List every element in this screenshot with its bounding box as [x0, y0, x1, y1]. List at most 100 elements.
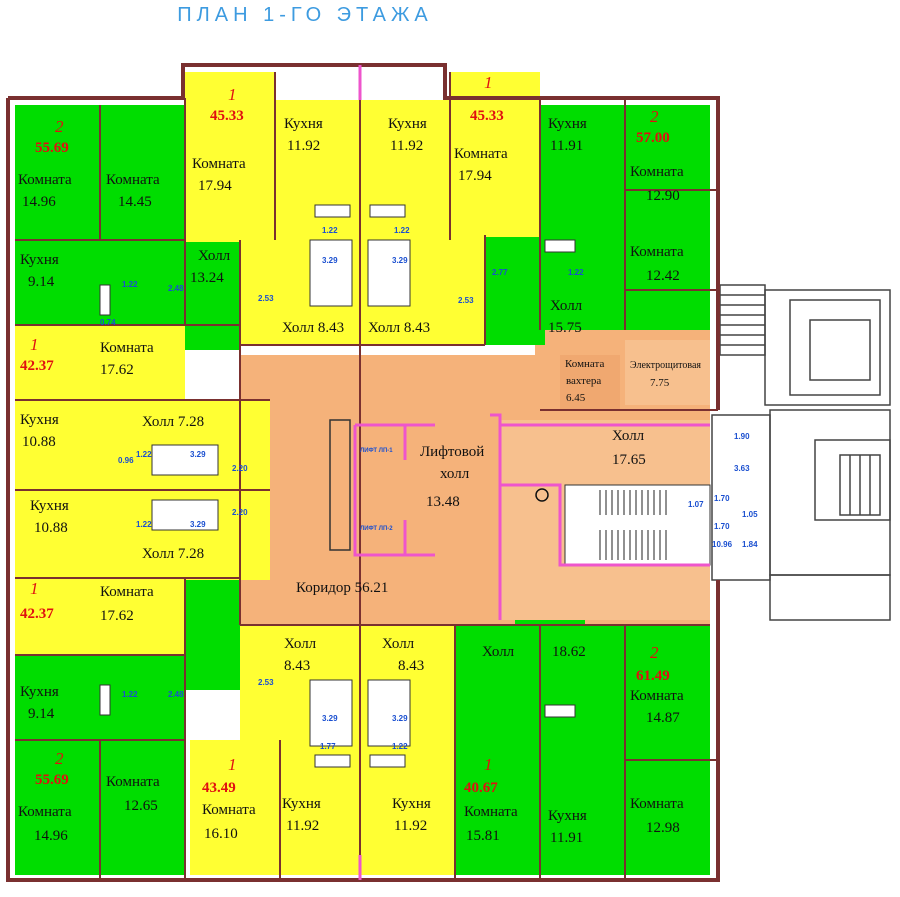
- apt-bl-area: 55.69: [35, 772, 69, 788]
- lift-a-label: ЛИФТ ЛП-1: [360, 448, 393, 454]
- apt-ml2-kitchen-area: 10.88: [34, 520, 68, 536]
- apt-ml2-room-label: Комната: [100, 584, 154, 600]
- lift-hall-label-1: Лифтовой: [420, 444, 485, 460]
- mark-1-05: 1.05: [742, 510, 758, 519]
- mark-1-07: 1.07: [688, 500, 704, 509]
- corridor-label: Коридор 56.21: [296, 580, 389, 596]
- apt-bot1-room-label: Комната: [202, 802, 256, 818]
- apt-bl-room1-area: 14.96: [34, 828, 68, 844]
- apt-bot2-rooms: 1: [484, 755, 493, 774]
- apt-tr-room1-label: Комната: [630, 164, 684, 180]
- lift-b-label: ЛИФТ ЛП-2: [360, 526, 393, 532]
- apt-bl-kitchen-area: 9.14: [28, 706, 55, 722]
- apt-top2-room-area: 17.94: [458, 168, 492, 184]
- apt-top2-hall: Холл 8.43: [368, 320, 431, 336]
- apt-bot2-kitchen-area: 11.92: [394, 818, 428, 834]
- mark-3-63: 3.63: [734, 464, 750, 473]
- apt-tr-room2-label: Комната: [630, 244, 684, 260]
- one-room-apartments: [15, 72, 540, 875]
- apt-bl-rooms: 2: [55, 749, 64, 768]
- apt-tl-room1-area: 14.96: [22, 194, 56, 210]
- apt-top1-area: 45.33: [210, 108, 244, 124]
- mark-1-70-a: 1.70: [714, 494, 730, 503]
- apt-bot1-kitchen-label: Кухня: [282, 796, 321, 812]
- apt-tr-mark-a: 2.77: [492, 268, 508, 277]
- apt-ml2-rooms: 1: [30, 579, 39, 598]
- lift-hall-area: 13.48: [426, 494, 460, 510]
- apt-tl-mark-c: 0.74: [100, 318, 116, 327]
- apt-top1-mark-a: 2.53: [258, 294, 274, 303]
- apt-bot1-area: 43.49: [202, 780, 236, 796]
- apt-tl-mark-a: 1.22: [122, 280, 138, 289]
- apt-br-room1-label: Комната: [630, 688, 684, 704]
- apt-ml2-hall: Холл 7.28: [142, 546, 205, 562]
- apt-bot1-rooms: 1: [228, 755, 237, 774]
- apt-top2-room-label: Комната: [454, 146, 508, 162]
- apt-ml1-room-label: Комната: [100, 340, 154, 356]
- exterior-walls: [6, 63, 720, 882]
- apt-ml1-room-area: 17.62: [100, 362, 134, 378]
- apt-tr-hall-area: 15.75: [548, 320, 582, 336]
- right-annex: [711, 284, 891, 621]
- apt-ml2-area: 42.37: [20, 606, 54, 622]
- apt-br-kitchen-label: Кухня: [548, 808, 587, 824]
- electro-room-area: 7.75: [650, 377, 670, 389]
- apt-tr-kitchen-area: 11.91: [550, 138, 584, 154]
- apt-tl-hall-label: Холл: [198, 248, 231, 264]
- apt-ml1-mark-a: 3.29: [190, 450, 206, 459]
- apt-tr-room1-area: 12.90: [646, 188, 680, 204]
- apt-bl-kitchen-label: Кухня: [20, 684, 59, 700]
- apt-bot2-hall-area: 8.43: [398, 658, 425, 674]
- apt-bl-room2-area: 12.65: [124, 798, 158, 814]
- apt-tl-room2-area: 14.45: [118, 194, 152, 210]
- apt-bot2-mark-b: 1.22: [392, 742, 408, 751]
- apt-top1-room-area: 17.94: [198, 178, 232, 194]
- apt-ml1-hall: Холл 7.28: [142, 414, 205, 430]
- apt-bl-mark-b: 2.48: [168, 690, 184, 699]
- apt-br-area: 61.49: [636, 668, 670, 684]
- apt-tr-kitchen-label: Кухня: [548, 116, 587, 132]
- apt-ml1-rooms: 1: [30, 335, 39, 354]
- apt-top1-rooms: 1: [228, 85, 237, 104]
- apt-ml1-kitchen-area: 10.88: [22, 434, 56, 450]
- electro-room-label: Электрощитовая: [630, 360, 702, 371]
- apt-tl-room2-label: Комната: [106, 172, 160, 188]
- apt-br-hall-area: 18.62: [552, 644, 586, 660]
- apt-tl-hall-area: 13.24: [190, 270, 224, 286]
- apt-bot1-hall-area: 8.43: [284, 658, 311, 674]
- apt-tr-room2-area: 12.42: [646, 268, 680, 284]
- apt-bl-mark-a: 1.22: [122, 690, 138, 699]
- lift-hall-label-2: холл: [440, 466, 470, 482]
- lift-hall-outline: [329, 65, 710, 880]
- apt-bot2-hall-label: Холл: [382, 636, 415, 652]
- apt-bot1-mark-c: 1.77: [320, 742, 336, 751]
- guard-room-label-1: Комната: [565, 358, 605, 370]
- apt-ml2-mark-a: 3.29: [190, 520, 206, 529]
- apt-ml1-mark-b: 2.20: [232, 464, 248, 473]
- bathroom-fixtures: [99, 204, 576, 768]
- apt-bot2-mark-a: 3.29: [392, 714, 408, 723]
- apt-bot1-mark-b: 3.29: [322, 714, 338, 723]
- apt-bot2-room-area: 15.81: [466, 828, 500, 844]
- apt-tl-area: 55.69: [35, 140, 69, 156]
- apt-ml2-kitchen-label: Кухня: [30, 498, 69, 514]
- column-marker: [535, 488, 549, 502]
- apt-bot1-mark-a: 2.53: [258, 678, 274, 687]
- apt-top2-area: 45.33: [470, 108, 504, 124]
- apt-br-room2-label: Комната: [630, 796, 684, 812]
- apt-top2-mark-c: 1.22: [394, 226, 410, 235]
- apt-top2-rooms: 1: [484, 73, 493, 92]
- apt-bot1-room-area: 16.10: [204, 826, 238, 842]
- apt-ml1-mark-d: 0.96: [118, 456, 134, 465]
- apt-tr-area: 57.00: [636, 130, 670, 146]
- interior-walls: [15, 65, 718, 880]
- apt-br-room2-area: 12.98: [646, 820, 680, 836]
- apt-bl-room2-label: Комната: [106, 774, 160, 790]
- apt-top1-hall: Холл 8.43: [282, 320, 345, 336]
- apt-top1-kitchen-area: 11.92: [287, 138, 321, 154]
- guard-room-label-2: вахтера: [566, 375, 602, 387]
- hall-label: Холл: [612, 428, 645, 444]
- apt-ml2-room-area: 17.62: [100, 608, 134, 624]
- apt-top2-mark-b: 3.29: [392, 256, 408, 265]
